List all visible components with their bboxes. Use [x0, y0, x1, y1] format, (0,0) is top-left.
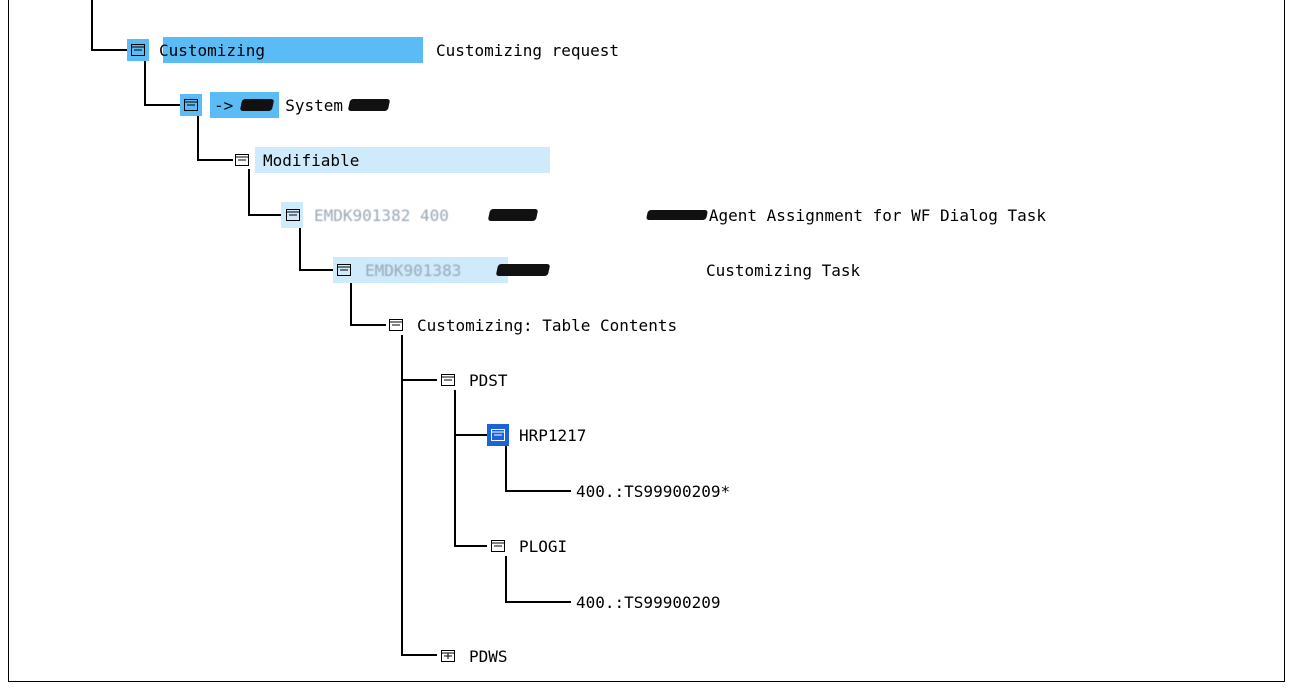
system-label: System — [285, 95, 344, 115]
folder-open-icon[interactable] — [437, 369, 459, 391]
tree-connector — [197, 159, 233, 161]
tree-connector — [454, 434, 487, 436]
tree-node-system[interactable]: -> System — [180, 92, 391, 118]
tree-connector — [299, 224, 301, 270]
folder-closed-icon[interactable] — [437, 645, 459, 667]
tree-connector — [91, 49, 127, 51]
tree-connector — [197, 114, 199, 160]
folder-open-icon[interactable] — [127, 39, 149, 61]
tree-connector — [454, 390, 456, 546]
tree-connector — [248, 214, 284, 216]
redacted-mark — [487, 209, 539, 221]
tree-node-pdws[interactable]: PDWS — [437, 643, 508, 669]
request-description: Agent Assignment for WF Dialog Task — [708, 205, 1047, 225]
folder-open-icon[interactable] — [180, 94, 202, 116]
tree-connector — [505, 556, 507, 602]
task-description-cell: Customizing Task — [706, 257, 860, 283]
tree-connector — [248, 169, 250, 215]
folder-open-icon[interactable] — [487, 535, 509, 557]
tree-connector — [505, 601, 571, 603]
folder-open-icon[interactable] — [282, 204, 304, 226]
node-description: Customizing request — [436, 37, 619, 63]
node-label: PLOGI — [519, 536, 568, 556]
tree-connector — [401, 379, 437, 381]
folder-open-icon[interactable] — [385, 314, 407, 336]
tree-connector — [505, 490, 571, 492]
tree-connector — [350, 280, 352, 325]
node-label: Customizing — [159, 40, 265, 60]
redacted-mark — [645, 210, 708, 220]
node-label: Customizing: Table Contents — [417, 315, 678, 335]
node-label: Modifiable — [263, 150, 360, 170]
redacted-mark — [496, 264, 551, 276]
tree-leaf-hrp1217-entry[interactable]: 400.:TS99900209* — [576, 478, 730, 504]
leaf-label: 400.:TS99900209 — [576, 592, 721, 612]
tree-connector — [91, 0, 93, 50]
request-id: EMDK901382 400 — [314, 205, 449, 225]
node-label: PDST — [469, 370, 508, 390]
node-label: HRP1217 — [519, 425, 587, 445]
task-id: EMDK901383 — [365, 260, 462, 280]
system-label-highlight: -> — [210, 92, 280, 118]
tree-connector — [144, 60, 146, 105]
tree-leaf-plogi-entry[interactable]: 400.:TS99900209 — [576, 589, 721, 615]
transport-tree: Customizing Customizing request -> Syste… — [9, 0, 1284, 681]
task-description: Customizing Task — [706, 260, 861, 280]
row-highlight — [255, 147, 550, 173]
tree-connector — [401, 335, 403, 655]
tree-node-plogi[interactable]: PLOGI — [487, 533, 567, 559]
folder-open-icon[interactable] — [487, 424, 509, 446]
tree-connector — [350, 324, 386, 326]
tree-frame: Customizing Customizing request -> Syste… — [8, 0, 1285, 682]
folder-open-icon[interactable] — [231, 149, 253, 171]
tree-node-pdst[interactable]: PDST — [437, 367, 508, 393]
tree-node-request[interactable]: EMDK901382 400 Agent Assignment for WF D… — [282, 202, 1046, 228]
leaf-label: 400.:TS99900209* — [576, 481, 731, 501]
node-label: PDWS — [469, 646, 508, 666]
tree-node-modifiable[interactable]: Modifiable — [231, 147, 359, 173]
tree-connector — [144, 104, 180, 106]
tree-connector — [299, 269, 335, 271]
row-highlight — [333, 257, 508, 283]
tree-node-table-contents[interactable]: Customizing: Table Contents — [385, 312, 677, 338]
tree-connector — [454, 545, 487, 547]
redacted-mark — [347, 99, 391, 111]
request-description: Customizing request — [436, 40, 620, 60]
folder-open-icon[interactable] — [333, 259, 355, 281]
tree-connector — [505, 445, 507, 491]
tree-node-task[interactable]: EMDK901383 — [333, 257, 551, 283]
arrow-label: -> — [214, 95, 234, 115]
redacted-mark — [239, 99, 275, 111]
selection-highlight — [163, 37, 423, 63]
tree-connector — [401, 654, 437, 656]
tree-node-customizing[interactable]: Customizing — [127, 37, 265, 63]
tree-node-hrp1217[interactable]: HRP1217 — [487, 422, 586, 448]
